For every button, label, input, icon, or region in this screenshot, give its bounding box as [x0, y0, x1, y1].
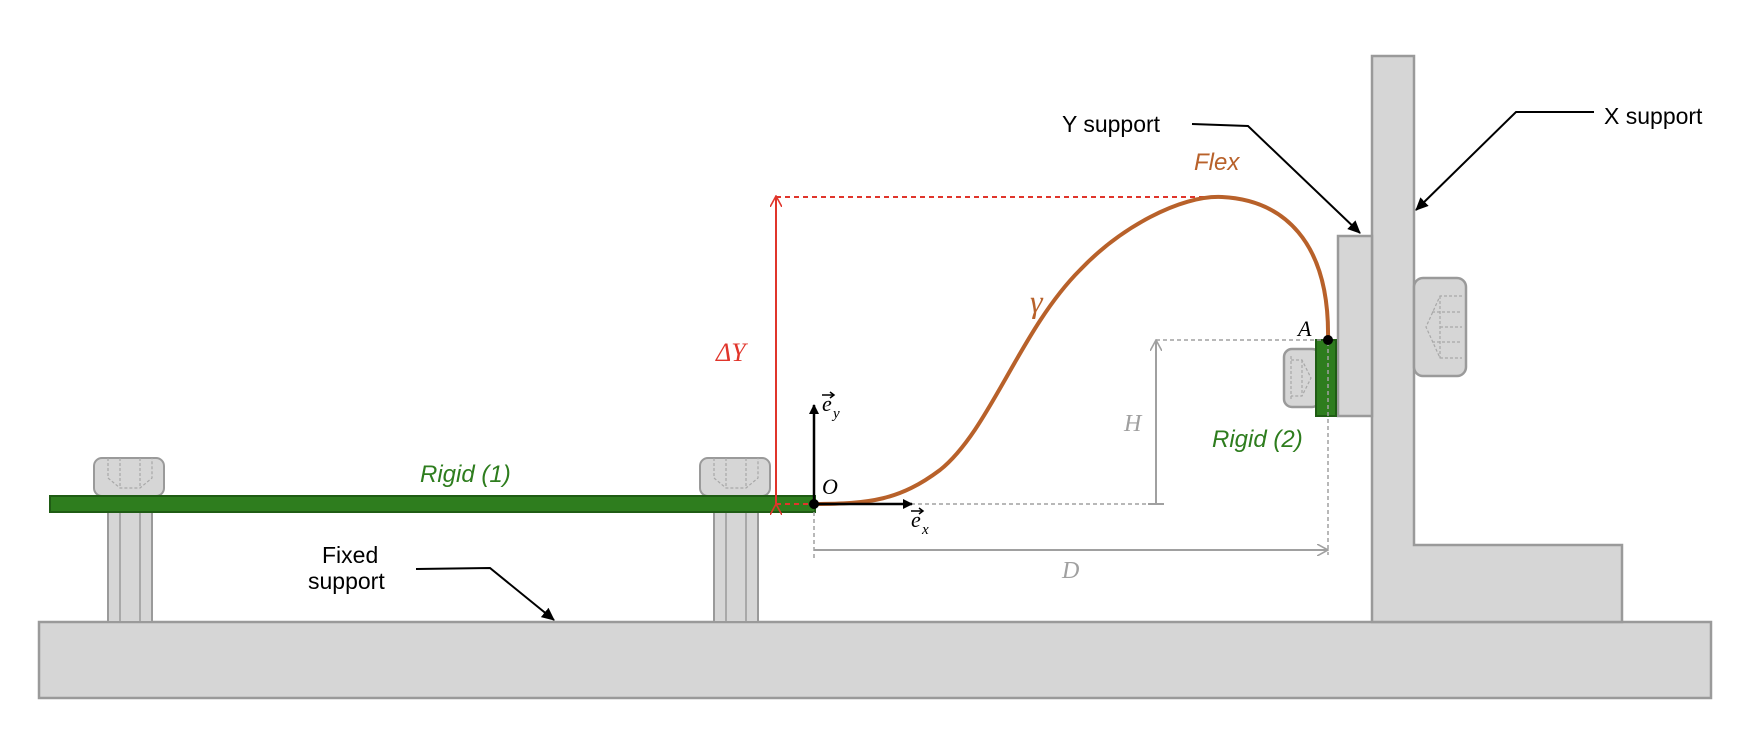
gamma-label: γ — [1030, 283, 1044, 319]
svg-text:y: y — [831, 406, 840, 422]
y-support-label: Y support — [1062, 111, 1161, 137]
flex-curve — [813, 194, 1331, 506]
point-a-dot — [1323, 335, 1333, 345]
origin-label: O — [822, 474, 838, 499]
x-support-leader — [1415, 111, 1594, 211]
x-support-label: X support — [1604, 103, 1703, 129]
delta-y-label: ΔY — [715, 338, 748, 367]
standoff-right — [699, 457, 771, 623]
svg-text:e: e — [911, 507, 921, 532]
rigid-2-board — [1315, 339, 1337, 417]
rigid-1-board — [49, 495, 816, 513]
y-support-plate — [1336, 234, 1374, 418]
x-support-bolt — [1412, 276, 1468, 378]
base-plate — [37, 620, 1713, 700]
fixed-support-label-line2: support — [308, 568, 385, 594]
svg-text:e: e — [822, 391, 832, 416]
rigid-2-label: Rigid (2) — [1212, 426, 1303, 453]
d-label: D — [1061, 558, 1079, 584]
fixed-support-leader — [415, 566, 555, 621]
y-support-leader — [1191, 123, 1361, 234]
svg-text:x: x — [921, 522, 929, 538]
y-support-bolt — [1282, 347, 1322, 409]
point-a-label: A — [1296, 316, 1312, 341]
ey-label: e y — [822, 391, 840, 422]
standoff-left — [93, 457, 165, 623]
origin-point — [809, 499, 819, 509]
h-label: H — [1123, 411, 1143, 437]
flex-label: Flex — [1194, 149, 1240, 176]
fixed-support-label-line1: Fixed — [322, 542, 378, 568]
x-support-bracket — [1370, 54, 1624, 624]
ex-label: e x — [911, 507, 929, 538]
rigid-1-label: Rigid (1) — [420, 461, 511, 488]
